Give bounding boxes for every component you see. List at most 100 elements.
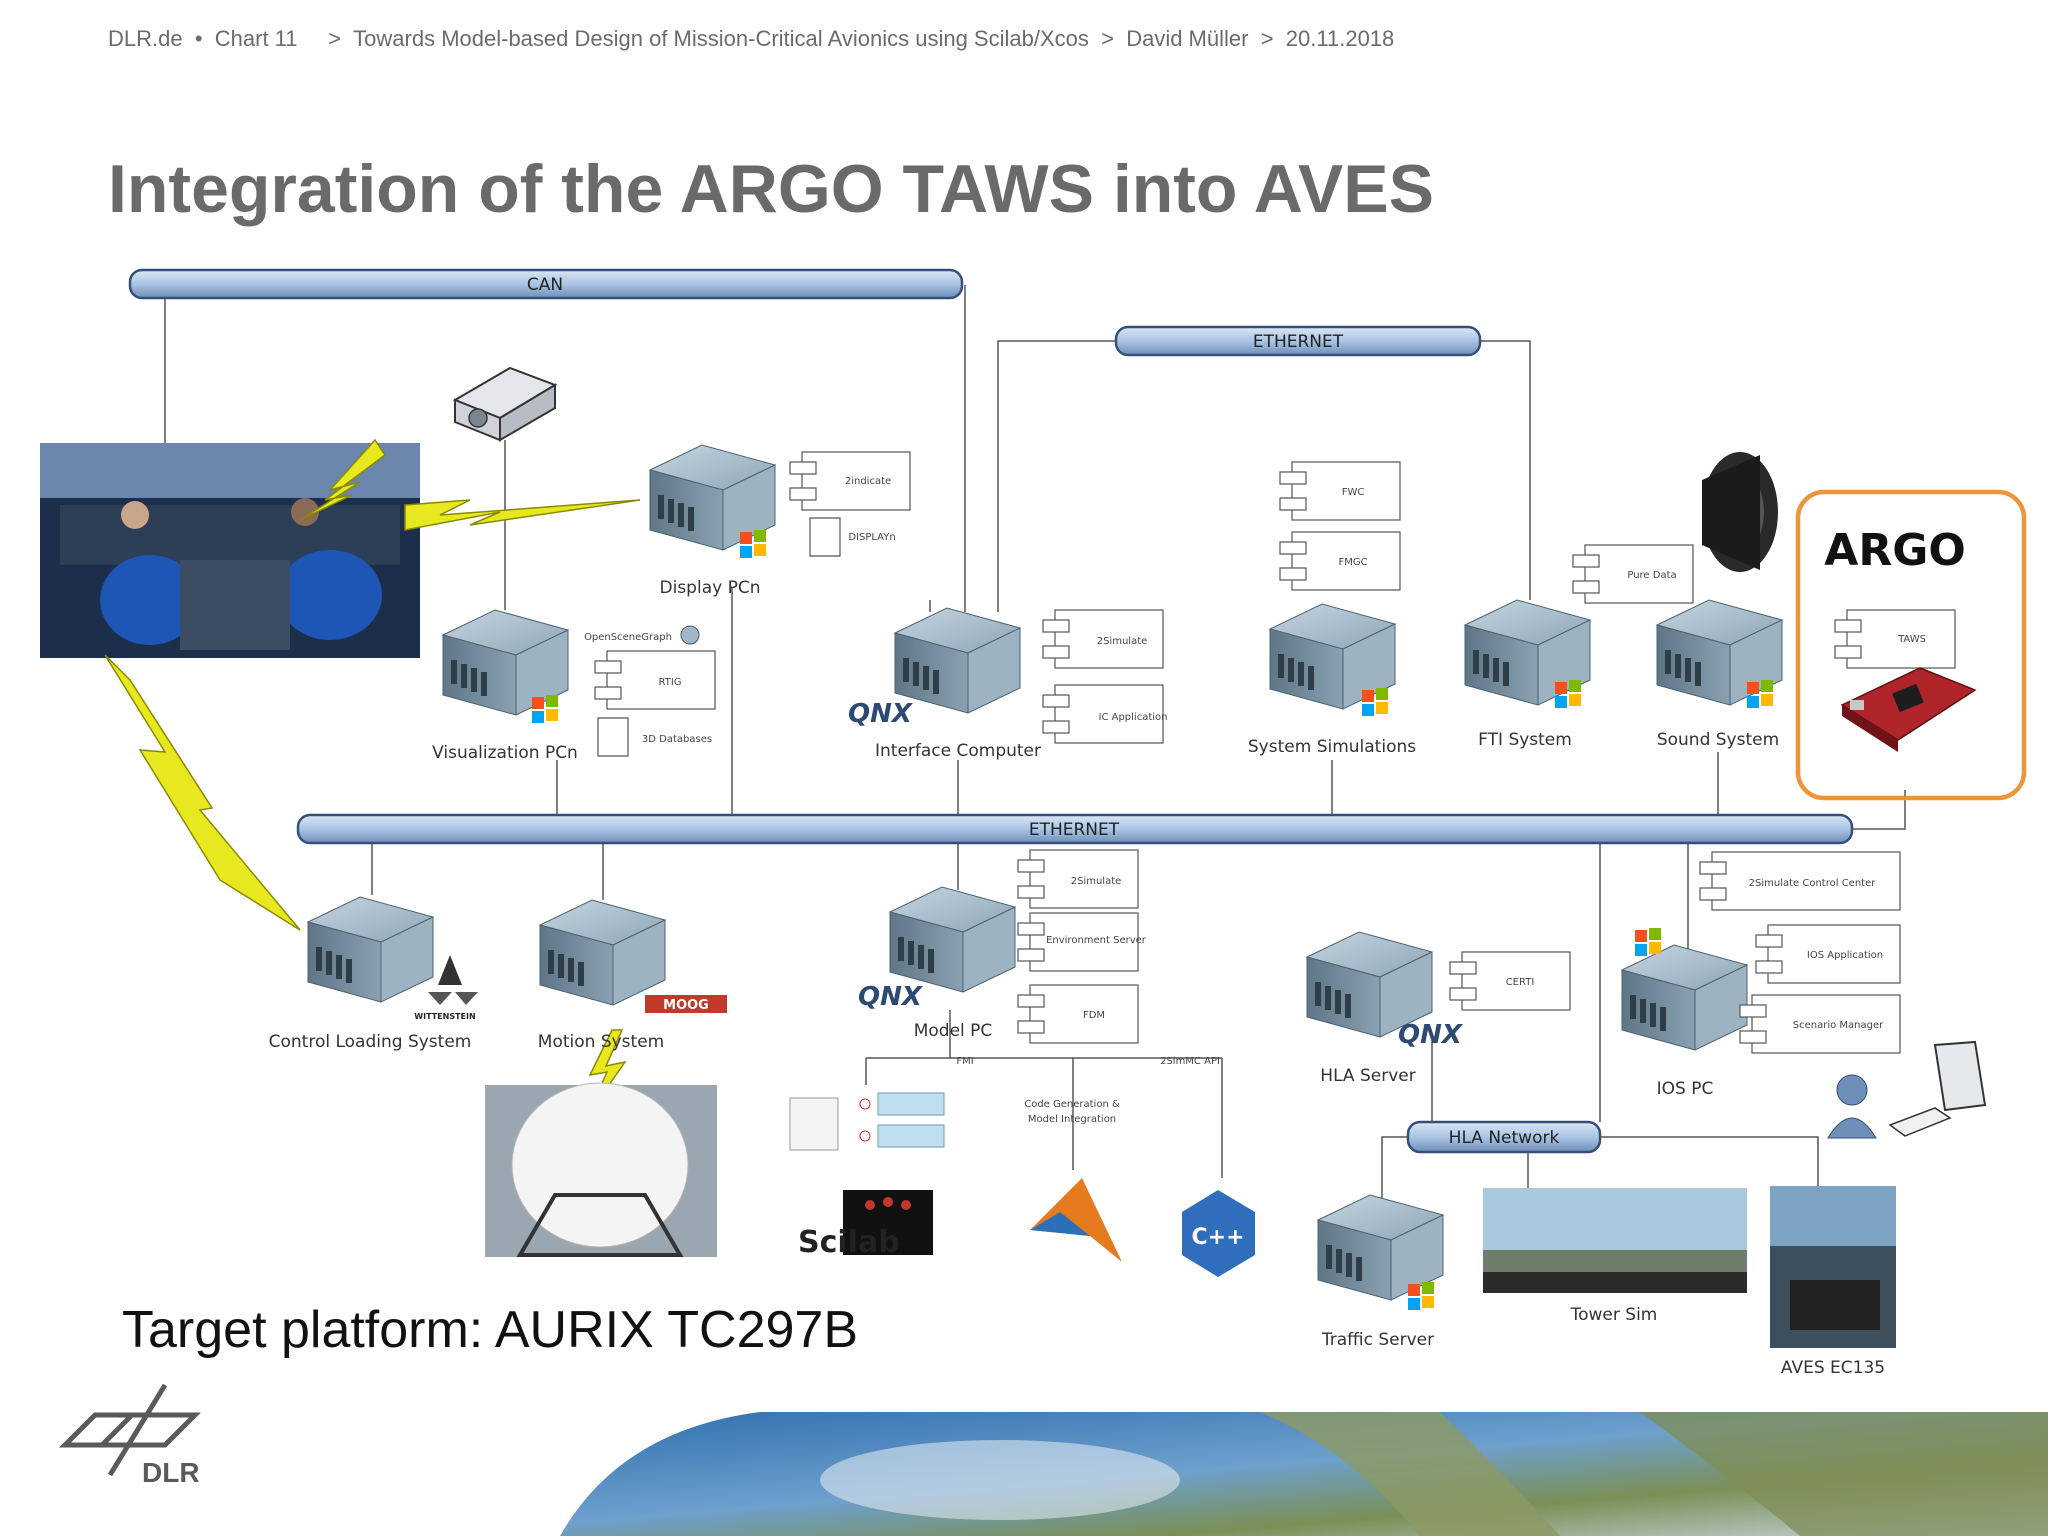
target-platform-caption: Target platform: AURIX TC297B <box>122 1301 859 1359</box>
wittenstein-text: WITTENSTEIN <box>414 1012 475 1021</box>
svg-text:CERTI: CERTI <box>1506 977 1535 988</box>
component-fwc: FWC <box>1279 461 1401 521</box>
taws-label: TAWS <box>1897 634 1926 645</box>
argo-highlight: ARGO TAWS <box>1795 489 2027 801</box>
2simmc-api-label: 2SimMC API <box>1160 1056 1220 1067</box>
aves-ec135-label: AVES EC135 <box>1781 1358 1885 1378</box>
breadcrumb: DLR.de • Chart 11 > Towards Model-based … <box>108 26 1394 52</box>
motion-system-label: Motion System <box>538 1032 664 1052</box>
hla-server-label: HLA Server <box>1320 1066 1415 1086</box>
component-displayn: DISPLAYn <box>809 517 896 557</box>
display-pc-label: Display PCn <box>660 578 761 598</box>
component-2simulate-model: 2Simulate <box>1017 849 1139 909</box>
component-2simulate-control-center: 2Simulate Control Center <box>1699 851 1901 911</box>
aurix-board-icon <box>1840 667 1977 752</box>
windows-icon <box>1635 928 1661 956</box>
svg-text:DISPLAYn: DISPLAYn <box>848 532 895 543</box>
traffic-server-node: Traffic Server <box>1317 1194 1444 1350</box>
header-site: DLR.de <box>108 26 183 51</box>
lightning-icons <box>104 438 641 1116</box>
svg-text:IC Application: IC Application <box>1099 712 1168 723</box>
hla-network-bus: HLA Network <box>1406 1120 1602 1154</box>
svg-text:2Simulate: 2Simulate <box>1071 876 1122 887</box>
svg-text:RTIG: RTIG <box>658 677 681 688</box>
control-loading-node: WITTENSTEIN Control Loading System <box>269 896 478 1052</box>
document-icon <box>809 517 841 557</box>
motion-simulator-photo <box>485 1082 717 1257</box>
moog-logo: MOOG <box>663 998 709 1013</box>
svg-text:FDM: FDM <box>1083 1010 1105 1021</box>
cpp-text: C++ <box>1191 1225 1244 1250</box>
system-simulations-node: System Simulations <box>1248 603 1416 757</box>
hla-network-label: HLA Network <box>1449 1128 1560 1148</box>
page-title: Integration of the ARGO TAWS into AVES <box>108 151 1434 227</box>
svg-text:Pure Data: Pure Data <box>1627 570 1676 581</box>
cpp-logo: C++ <box>1182 1190 1255 1277</box>
matlab-logo <box>1030 1178 1122 1262</box>
traffic-server-label: Traffic Server <box>1321 1330 1434 1350</box>
component-2simulate-ic: 2Simulate <box>1042 609 1164 669</box>
sound-system-label: Sound System <box>1657 730 1779 750</box>
component-openscenegraph: OpenSceneGraph <box>584 625 700 645</box>
ethernet-main-label: ETHERNET <box>1029 820 1120 840</box>
interface-computer-label: Interface Computer <box>875 741 1041 761</box>
code-generation-label: Code Generation & <box>1024 1099 1120 1110</box>
header-chart: Chart 11 <box>214 26 298 51</box>
tower-sim-photo: Tower Sim <box>1483 1188 1747 1325</box>
visualization-pc-label: Visualization PCn <box>432 743 578 763</box>
ethernet-top-label: ETHERNET <box>1253 332 1344 352</box>
component-certi: CERTI <box>1449 951 1571 1011</box>
fti-system-node: FTI System <box>1464 599 1591 750</box>
component-rtig: RTIG <box>594 650 716 710</box>
fmi-label: FMI <box>956 1056 973 1067</box>
aves-ec135-photo: AVES EC135 <box>1770 1186 1896 1378</box>
model-integration-label: Model Integration <box>1028 1114 1116 1125</box>
fti-system-label: FTI System <box>1478 730 1572 750</box>
dlr-logo <box>58 1383 202 1477</box>
component-environment-server: Environment Server <box>1017 912 1147 972</box>
windows-icon <box>1408 1282 1434 1310</box>
component-pure-data: Pure Data <box>1572 544 1694 604</box>
svg-text:2indicate: 2indicate <box>845 476 891 487</box>
projector-icon <box>452 366 558 442</box>
model-pc-node: QNX Model PC <box>858 886 1016 1041</box>
svg-text:2Simulate Control Center: 2Simulate Control Center <box>1749 878 1877 889</box>
svg-text:OpenSceneGraph: OpenSceneGraph <box>584 632 672 643</box>
header-date: 20.11.2018 <box>1285 26 1395 51</box>
header-talk: Towards Model-based Design of Mission-Cr… <box>353 26 1089 51</box>
svg-text:3D Databases: 3D Databases <box>642 734 712 745</box>
visualization-pc-node: Visualization PCn <box>432 609 578 763</box>
header-sep-2: > <box>1101 26 1114 51</box>
moog-badge <box>645 995 727 1013</box>
connection-lines <box>164 285 1906 1200</box>
header-sep-1: > <box>328 26 341 51</box>
header-bullet: • <box>194 26 203 51</box>
svg-text:2Simulate: 2Simulate <box>1097 636 1148 647</box>
qnx-logo: QNX <box>1398 1020 1464 1050</box>
motion-system-node: MOOG Motion System <box>538 899 727 1052</box>
hla-server-node: QNX HLA Server <box>1306 931 1464 1086</box>
qnx-logo: QNX <box>848 699 914 729</box>
ios-pc-label: IOS PC <box>1657 1079 1714 1099</box>
component-3d-databases: 3D Databases <box>597 717 712 757</box>
document-icon <box>597 717 629 757</box>
globe-icon <box>680 625 700 645</box>
model-pc-label: Model PC <box>914 1021 993 1041</box>
header-sep-3: > <box>1260 26 1274 51</box>
fmi-xcos-diagram <box>789 1092 945 1151</box>
scilab-text: Scilab <box>798 1225 900 1260</box>
system-simulations-label: System Simulations <box>1248 737 1416 757</box>
component-fdm: FDM <box>1017 984 1139 1044</box>
dlr-logo-text: DLR <box>142 1457 200 1488</box>
display-pc-node: Display PCn <box>649 444 776 598</box>
component-ios-application: IOS Application <box>1755 924 1901 984</box>
component-2indicate: 2indicate <box>789 451 911 511</box>
ethernet-top-bus: ETHERNET <box>1114 325 1482 357</box>
interface-computer-node: QNX Interface Computer <box>848 607 1041 761</box>
tower-sim-label: Tower Sim <box>1570 1305 1658 1325</box>
can-bus-label: CAN <box>527 275 563 295</box>
argo-label: ARGO <box>1824 525 1965 576</box>
svg-text:Scenario Manager: Scenario Manager <box>1793 1020 1884 1031</box>
user-workstation-icon <box>1827 1040 1987 1139</box>
